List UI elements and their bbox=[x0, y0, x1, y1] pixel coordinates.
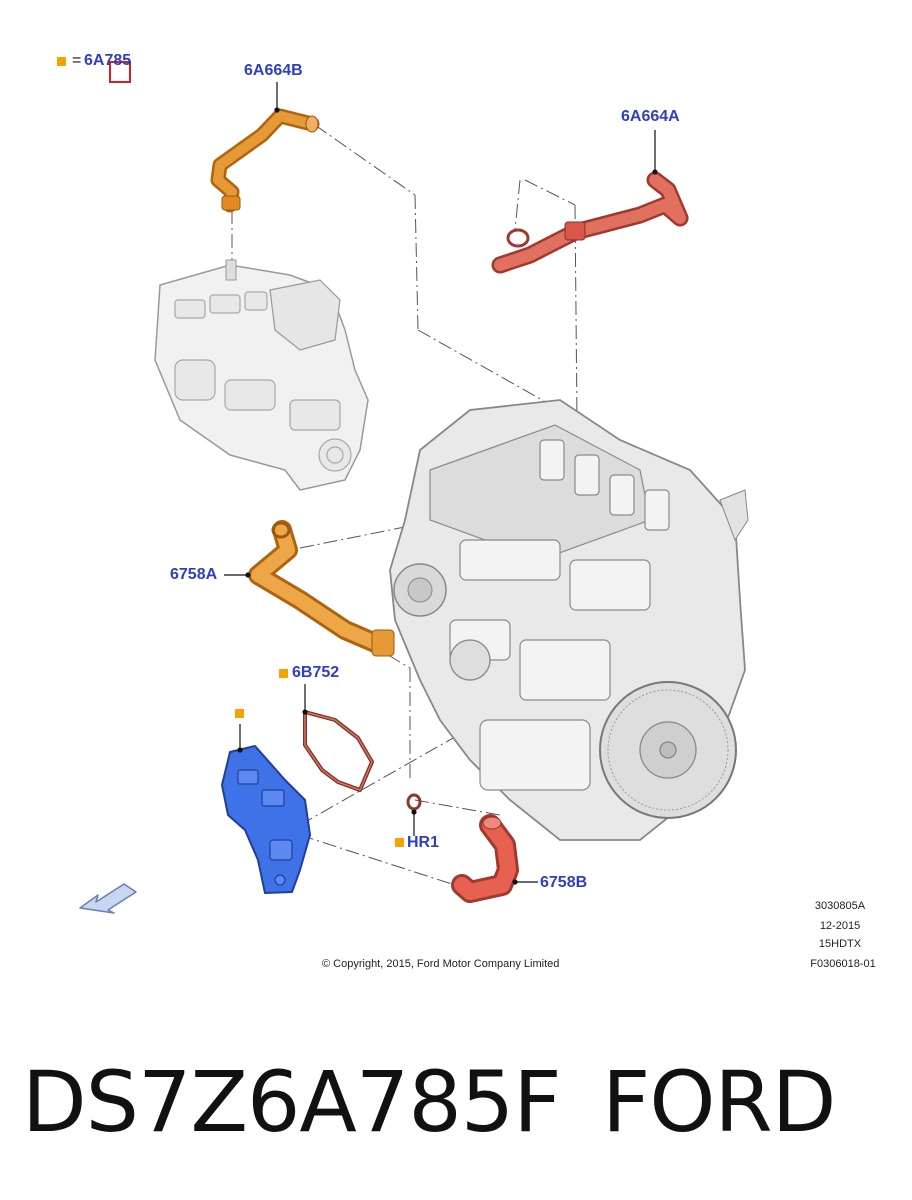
copyright-notice: © Copyright, 2015, Ford Motor Company Li… bbox=[322, 958, 560, 970]
callout-6758a: 6758A bbox=[170, 566, 218, 583]
meta-figure: F0306018-01 bbox=[810, 958, 876, 970]
legend-part-label: 6A785 bbox=[84, 52, 132, 69]
service-marker-icon bbox=[57, 57, 66, 66]
callout-leaders bbox=[224, 82, 658, 885]
callout-6a664a: 6A664A bbox=[621, 108, 680, 125]
reference-engine bbox=[154, 259, 369, 491]
meta-date: 12-2015 bbox=[819, 920, 861, 932]
service-marker-icon bbox=[279, 669, 288, 678]
callout-6a664b: 6A664B bbox=[244, 62, 303, 79]
brand-caption: FORD bbox=[602, 1053, 836, 1151]
tube-6758a bbox=[248, 520, 395, 657]
meta-code: 3030805A bbox=[814, 900, 866, 912]
legend-reference-box bbox=[109, 61, 131, 83]
parts-diagram bbox=[79, 61, 749, 914]
gasket-6b752 bbox=[303, 710, 374, 792]
legend-equals: = bbox=[72, 52, 82, 69]
service-marker-icon bbox=[395, 838, 404, 847]
callout-6b752: 6B752 bbox=[292, 664, 340, 681]
service-marker-icon bbox=[235, 709, 244, 718]
main-engine bbox=[389, 399, 749, 841]
seal-hr1 bbox=[406, 793, 422, 811]
tube-6758b bbox=[451, 814, 519, 903]
callout-6758b: 6758B bbox=[540, 874, 588, 891]
callout-hr1: HR1 bbox=[407, 834, 440, 851]
orientation-arrow-icon bbox=[79, 883, 137, 914]
oil-separator bbox=[221, 745, 311, 894]
part-number-caption: DS7Z6A785F bbox=[22, 1053, 562, 1151]
hose-6a664b bbox=[210, 108, 320, 213]
hose-6a664a bbox=[491, 171, 689, 274]
meta-engine: 15HDTX bbox=[818, 938, 862, 950]
